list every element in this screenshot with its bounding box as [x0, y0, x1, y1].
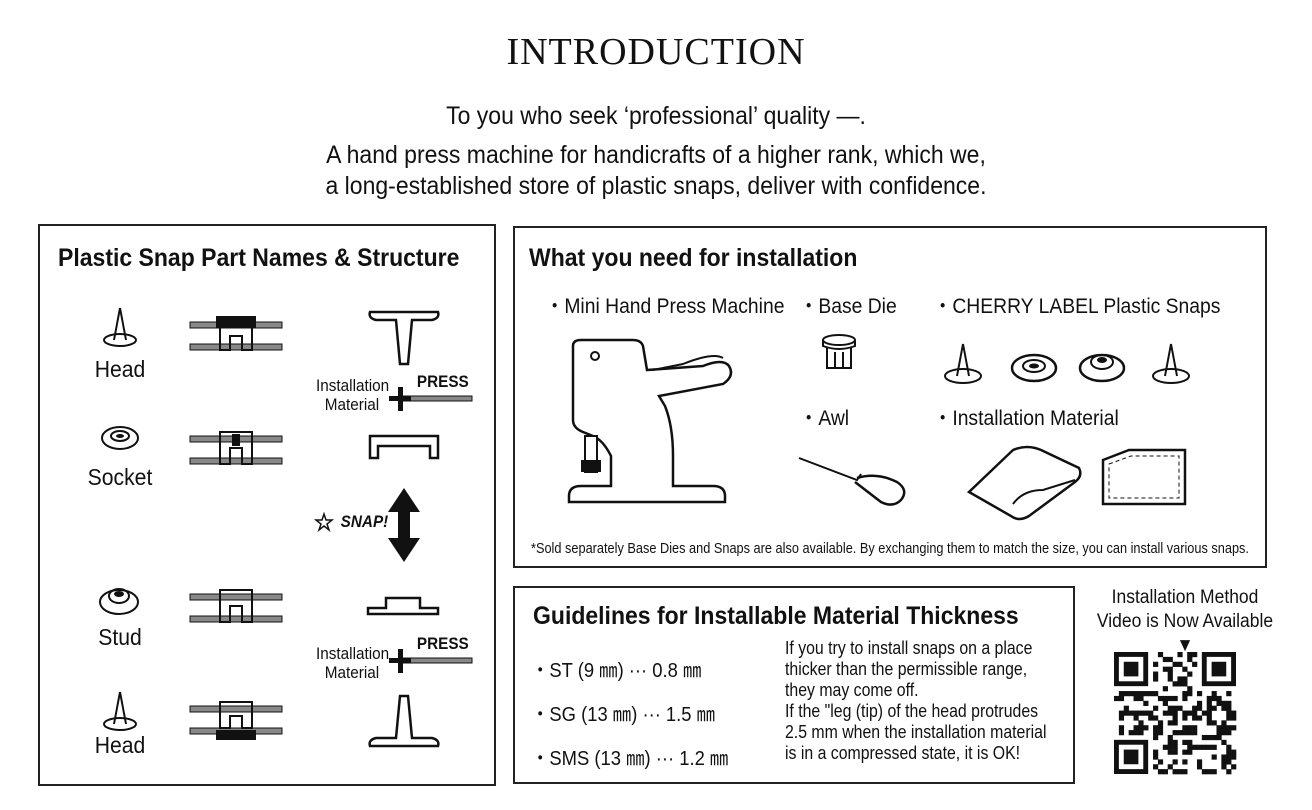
- cross-section-diagram: [189, 589, 283, 623]
- thickness-note: If you try to install snaps on a place t…: [785, 638, 1082, 764]
- needs-footnote: *Sold separately Base Dies and Snaps are…: [531, 540, 1249, 557]
- stud-icon: [99, 588, 139, 615]
- head-profile-diagram: [368, 310, 440, 366]
- cross-section-diagram: [189, 316, 283, 351]
- press-label: PRESS: [416, 372, 469, 391]
- structure-title: Plastic Snap Part Names & Structure: [58, 244, 460, 272]
- socket-profile-diagram: [368, 434, 440, 460]
- guideline-sms: ・SMS (13 ㎜) ··· 1.2 ㎜: [531, 748, 729, 770]
- page-title: INTRODUCTION: [506, 31, 806, 73]
- intro-line-2: A hand press machine for handicrafts of …: [326, 141, 986, 169]
- item-snaps: ・CHERRY LABEL Plastic Snaps: [933, 295, 1221, 318]
- press-plus-icon: [389, 387, 473, 411]
- part-label-head: Head: [94, 356, 146, 382]
- note-line: If the "leg (tip) of the head protrudes: [785, 701, 1039, 721]
- head-icon: [1152, 343, 1190, 384]
- guidelines-title: Guidelines for Installable Material Thic…: [533, 602, 1019, 630]
- press-machine-icon: [567, 338, 733, 504]
- guideline-sg: ・SG (13 ㎜) ··· 1.5 ㎜: [531, 704, 716, 726]
- note-line: thicker than the permissible range,: [785, 659, 1028, 679]
- snap-label: SNAP!: [340, 512, 389, 531]
- part-label-socket: Socket: [87, 464, 153, 490]
- structure-panel: Plastic Snap Part Names & Structure Head…: [38, 224, 496, 786]
- fabric-icon: [966, 445, 1082, 521]
- needs-title: What you need for installation: [529, 244, 858, 272]
- base-die-icon: [822, 334, 856, 369]
- guideline-st: ・ST (9 ㎜) ··· 0.8 ㎜: [531, 660, 702, 682]
- head-profile-diagram: [368, 694, 440, 748]
- cross-section-diagram: [189, 701, 283, 740]
- item-material: ・Installation Material: [933, 407, 1119, 430]
- video-line-2: Video is Now Available ▼: [1096, 611, 1274, 656]
- video-caption: Installation Method Video is Now Availab…: [1088, 586, 1281, 658]
- socket-icon: [1010, 353, 1058, 383]
- press-plus-icon: [389, 649, 473, 673]
- item-base-die: ・Base Die: [799, 295, 897, 318]
- part-label-stud: Stud: [98, 624, 142, 650]
- head-icon: [944, 343, 982, 384]
- awl-icon: [798, 457, 906, 506]
- intro-line-3: a long-established store of plastic snap…: [325, 172, 987, 200]
- needs-panel: What you need for installation ・Mini Han…: [513, 226, 1267, 568]
- note-line: 2.5 mm when the installation material: [785, 722, 1047, 742]
- press-label-2: PRESS: [416, 634, 469, 653]
- head-icon: [103, 691, 137, 731]
- socket-icon: [101, 426, 139, 450]
- head-icon: [103, 307, 137, 347]
- guidelines-panel: Guidelines for Installable Material Thic…: [513, 586, 1075, 784]
- stud-profile-diagram: [366, 596, 440, 616]
- part-label-head-2: Head: [94, 732, 146, 758]
- note-line: they may come off.: [785, 680, 919, 700]
- note-line: is in a compressed state, it is OK!: [785, 743, 1021, 763]
- item-machine: ・Mini Hand Press Machine: [545, 295, 785, 318]
- star-burst-icon: [313, 511, 335, 533]
- double-arrow-icon: [388, 488, 420, 562]
- cross-section-diagram: [189, 431, 283, 465]
- qr-code-icon[interactable]: [1114, 652, 1237, 775]
- stud-icon: [1078, 353, 1126, 383]
- intro-line-1: To you who seek ‘professional’ quality ―…: [446, 102, 866, 130]
- video-line-1: Installation Method: [1111, 587, 1259, 608]
- felt-piece-icon: [1101, 448, 1187, 506]
- item-awl: ・Awl: [799, 407, 850, 430]
- note-line: If you try to install snaps on a place: [785, 638, 1033, 658]
